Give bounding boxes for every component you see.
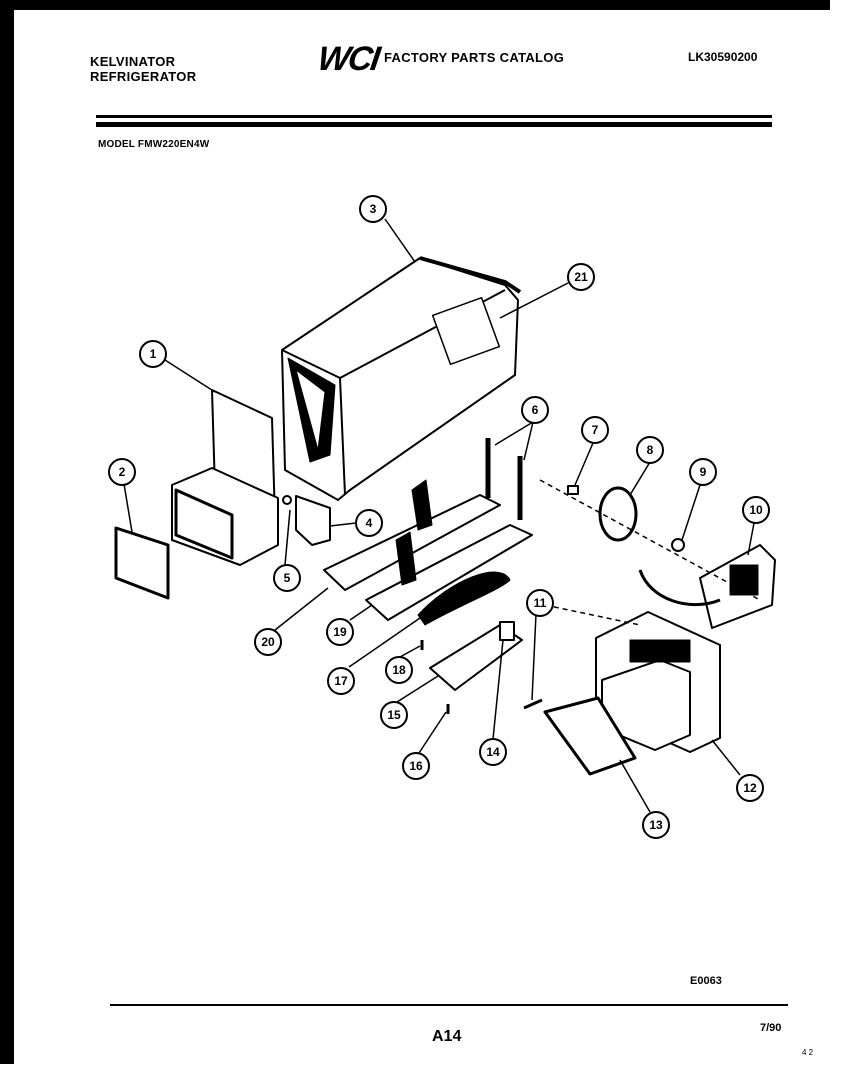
callout-20 bbox=[254, 628, 282, 656]
header-rule bbox=[96, 115, 772, 118]
callout-21 bbox=[567, 263, 595, 291]
callout-15-label: 15 bbox=[387, 708, 401, 722]
ice-bucket-drawing bbox=[281, 256, 522, 501]
callout-15 bbox=[380, 701, 408, 729]
callout-10-label: 10 bbox=[749, 503, 763, 517]
callout-7-label: 7 bbox=[592, 423, 599, 437]
callout-18-label: 18 bbox=[392, 663, 406, 677]
product-type: REFRIGERATOR bbox=[90, 69, 197, 84]
brand-block: KELVINATOR REFRIGERATOR bbox=[90, 54, 196, 84]
callout-13-label: 13 bbox=[649, 818, 663, 832]
callout-12-label: 12 bbox=[743, 781, 757, 795]
callout-14 bbox=[479, 738, 507, 766]
callout-9-label: 9 bbox=[700, 465, 707, 479]
callout-1-label: 1 bbox=[150, 347, 157, 361]
model-number: MODEL FMW220EN4W bbox=[98, 139, 210, 150]
callout-16-label: 16 bbox=[409, 759, 423, 773]
callout-17 bbox=[327, 667, 355, 695]
washer-drawing bbox=[671, 538, 685, 552]
callout-3 bbox=[359, 195, 387, 223]
gasket-drawing bbox=[543, 696, 637, 776]
support-rods-drawing bbox=[485, 438, 523, 520]
callout-21-label: 21 bbox=[574, 270, 588, 284]
switch-drawing bbox=[499, 621, 515, 641]
callout-8 bbox=[636, 436, 664, 464]
callout-11-label: 11 bbox=[534, 596, 547, 610]
cover-plate-drawing bbox=[114, 526, 170, 600]
callout-1 bbox=[139, 340, 167, 368]
leader-lines bbox=[123, 218, 755, 813]
callout-20-label: 20 bbox=[261, 635, 275, 649]
heater-drawing bbox=[417, 571, 511, 626]
callout-4-label: 4 bbox=[366, 516, 373, 530]
figure-code: E0063 bbox=[690, 975, 722, 987]
motor-assembly-drawing bbox=[638, 544, 776, 629]
gear-drawing bbox=[598, 486, 638, 542]
page-number: A14 bbox=[432, 1028, 462, 1045]
assembly-lines bbox=[539, 479, 761, 626]
screw-11-drawing bbox=[523, 698, 543, 710]
catalog-title: FACTORY PARTS CATALOG bbox=[384, 50, 565, 65]
footer-rule bbox=[110, 1004, 788, 1006]
callout-11 bbox=[526, 589, 554, 617]
callout-8-label: 8 bbox=[647, 443, 654, 457]
header-rule-thick bbox=[96, 122, 772, 127]
callout-17-label: 17 bbox=[334, 674, 348, 688]
corner-mark: 4 2 bbox=[802, 1048, 814, 1057]
bracket-drawing bbox=[295, 495, 331, 546]
callout-5 bbox=[273, 564, 301, 592]
auger-rails-drawing bbox=[323, 479, 533, 621]
callout-9 bbox=[689, 458, 717, 486]
callout-13 bbox=[642, 811, 670, 839]
revision-date: 7/90 bbox=[760, 1022, 782, 1034]
front-panel-drawing bbox=[171, 389, 279, 566]
callout-6-label: 6 bbox=[532, 403, 539, 417]
callout-3-label: 3 bbox=[370, 202, 377, 216]
callout-7 bbox=[581, 416, 609, 444]
callout-2-label: 2 bbox=[119, 465, 126, 479]
nut-drawing bbox=[567, 485, 579, 495]
callout-19-label: 19 bbox=[333, 625, 347, 639]
callout-4 bbox=[355, 509, 383, 537]
callout-16 bbox=[402, 752, 430, 780]
mounting-plate-drawing bbox=[429, 624, 523, 691]
callout-19 bbox=[326, 618, 354, 646]
control-box-drawing bbox=[595, 611, 721, 753]
callout-10 bbox=[742, 496, 770, 524]
callout-14-label: 14 bbox=[486, 745, 500, 759]
callout-6 bbox=[521, 396, 549, 424]
brand-name: KELVINATOR bbox=[90, 54, 176, 69]
callout-5-label: 5 bbox=[284, 571, 291, 585]
callout-18 bbox=[385, 656, 413, 684]
document-id: LK30590200 bbox=[688, 50, 758, 64]
callout-12 bbox=[736, 774, 764, 802]
callout-2 bbox=[108, 458, 136, 486]
callout-circles bbox=[108, 195, 770, 839]
screw-drawing bbox=[282, 495, 292, 505]
